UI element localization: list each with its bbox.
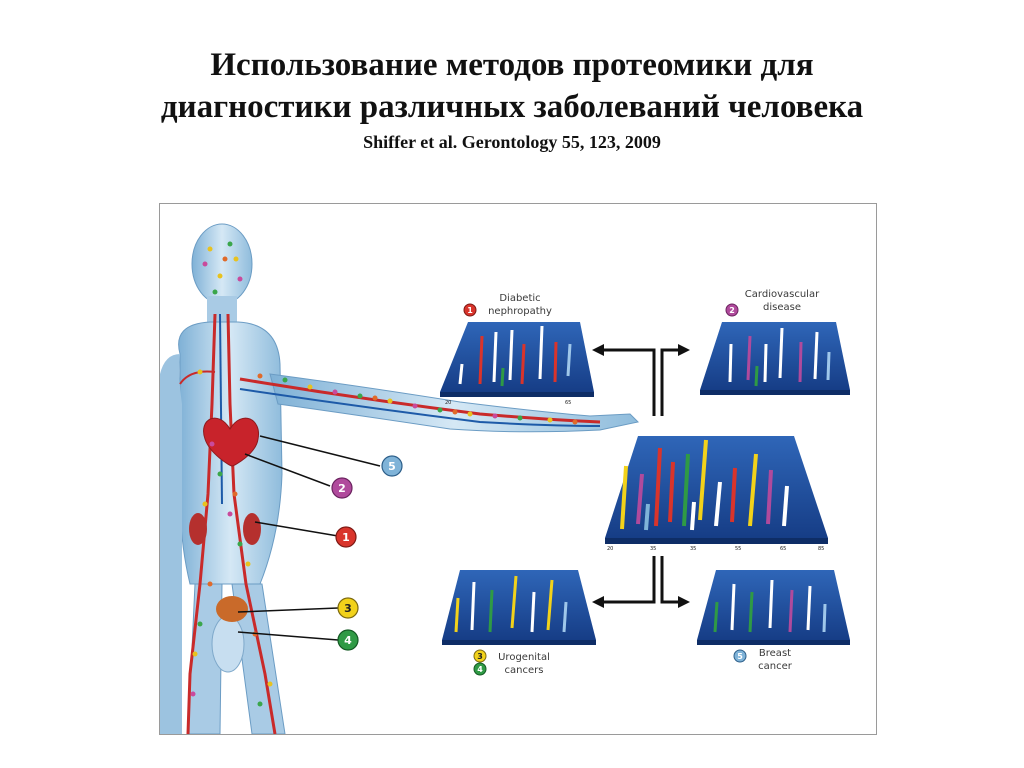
diabetic-label-1: Diabetic: [499, 293, 540, 304]
breast-label-2: cancer: [758, 661, 793, 672]
svg-text:65: 65: [780, 546, 786, 552]
svg-text:3: 3: [344, 602, 352, 615]
marker-5: 5: [381, 455, 403, 477]
connector-arrows: [600, 348, 680, 604]
plot-plane: [440, 322, 594, 392]
plot-central-overview: 20 35 35 55 65 85: [605, 436, 828, 552]
slide-title-line-2: диагностики различных заболеваний челове…: [160, 89, 864, 125]
slide-title-line-1: Использование методов протеомики для: [210, 47, 814, 83]
cardio-label-1: Cardiovascular: [745, 289, 820, 300]
svg-text:2: 2: [729, 306, 735, 315]
plot-plane: [442, 570, 596, 640]
svg-text:3: 3: [477, 652, 483, 661]
svg-text:4: 4: [477, 665, 483, 674]
svg-text:5: 5: [388, 460, 396, 473]
svg-text:2: 2: [338, 482, 346, 495]
marker-4: 4: [337, 629, 359, 651]
proteomics-figure: 5 2 1 3 4 1 Diabetic nephropathy: [160, 223, 850, 734]
svg-text:55: 55: [735, 546, 741, 552]
urogenital-label-1: Urogenital: [498, 652, 550, 663]
figure-frame: 5 2 1 3 4 1 Diabetic nephropathy: [159, 203, 877, 735]
marker-2: 2: [331, 477, 353, 499]
diabetic-label-2: nephropathy: [488, 306, 552, 317]
arrowheads: [592, 344, 690, 608]
svg-text:20: 20: [445, 400, 451, 406]
svg-text:65: 65: [565, 400, 571, 406]
svg-text:85: 85: [818, 546, 824, 552]
marker-1: 1: [335, 526, 357, 548]
human-body-figure: [160, 223, 640, 734]
plot-diabetic-nephropathy: 1 Diabetic nephropathy 20 65: [440, 293, 594, 406]
svg-text:4: 4: [344, 634, 352, 647]
svg-text:5: 5: [737, 652, 743, 661]
svg-text:1: 1: [342, 531, 350, 544]
slide-title-block: Использование методов протеомики для диа…: [0, 44, 1024, 156]
plot-urogenital-cancers: 3 4 Urogenital cancers: [442, 570, 596, 676]
plot-cardiovascular-disease: 2 Cardiovascular disease: [700, 289, 850, 395]
breast-label-1: Breast: [759, 648, 791, 659]
cardio-label-2: disease: [763, 302, 801, 313]
svg-text:35: 35: [650, 546, 656, 552]
plot-breast-cancer: 5 Breast cancer: [697, 570, 850, 672]
svg-text:35: 35: [690, 546, 696, 552]
leader-lines: [237, 435, 381, 641]
marker-3: 3: [337, 597, 359, 619]
svg-text:20: 20: [607, 546, 613, 552]
urogenital-label-2: cancers: [505, 665, 544, 676]
citation: Shiffer et al. Gerontology 55, 123, 2009: [363, 132, 661, 152]
svg-text:1: 1: [467, 306, 473, 315]
plot-plane: [697, 570, 850, 640]
plot-plane: [700, 322, 850, 390]
